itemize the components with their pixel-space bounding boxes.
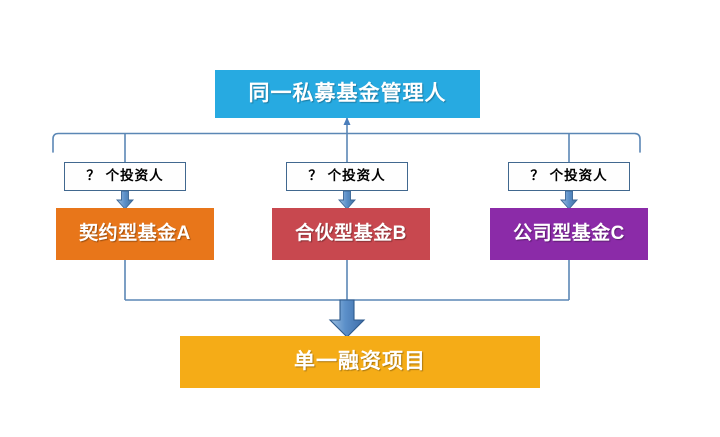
node-investor-label-3[interactable]: ？ 个投资人 bbox=[508, 162, 630, 191]
bracket-drop-lines bbox=[124, 133, 570, 162]
node-investor-label-1[interactable]: ？ 个投资人 bbox=[64, 162, 186, 191]
node-single-financing-project[interactable]: 单一融资项目 bbox=[180, 336, 540, 388]
merge-arrow bbox=[328, 299, 366, 338]
node-corporate-fund-c[interactable]: 公司型基金C bbox=[490, 208, 648, 260]
node-investor-label-2[interactable]: ？ 个投资人 bbox=[286, 162, 408, 191]
distribution-bracket bbox=[52, 132, 641, 153]
investor-to-fund-arrow-2 bbox=[337, 190, 357, 210]
manager-to-bracket-connector bbox=[343, 117, 351, 134]
investor-to-fund-arrow-1 bbox=[115, 190, 135, 210]
investor-to-fund-arrow-3 bbox=[559, 190, 579, 210]
node-partnership-fund-b[interactable]: 合伙型基金B bbox=[272, 208, 430, 260]
funds-to-project-connector bbox=[124, 260, 570, 301]
node-fund-manager[interactable]: 同一私募基金管理人 bbox=[215, 70, 480, 118]
node-contractual-fund-a[interactable]: 契约型基金A bbox=[56, 208, 214, 260]
